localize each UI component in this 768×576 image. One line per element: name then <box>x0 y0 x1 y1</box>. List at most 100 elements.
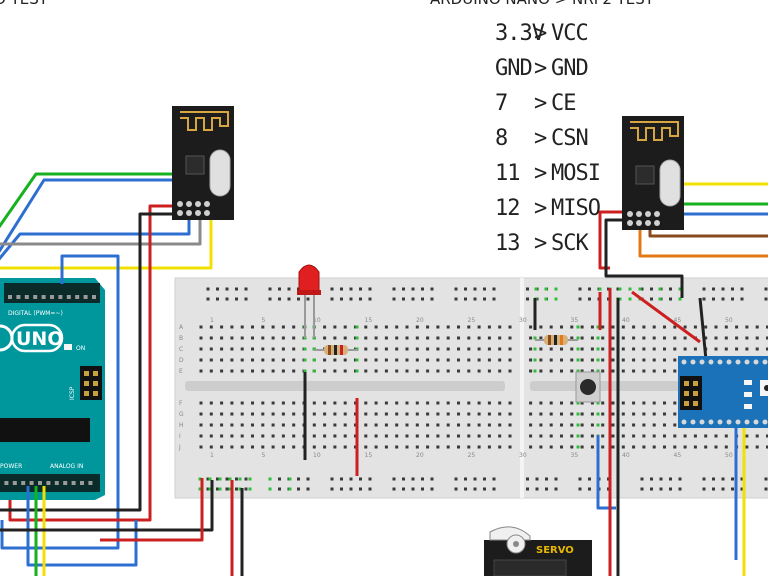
uno-on-label: ON <box>76 345 85 352</box>
breadboard-col-number-top: 30 <box>519 317 527 324</box>
breadboard-col-number-bottom: 35 <box>571 452 579 459</box>
wire-red-diagonal <box>631 290 701 344</box>
wire-blue-uno-a0 <box>26 486 138 567</box>
pin-map-target: SCK <box>551 231 589 256</box>
breadboard-col-number-top: 45 <box>674 317 682 324</box>
uno-analog-label: ANALOG IN <box>50 463 83 470</box>
nano-pins-top <box>681 359 768 365</box>
nrf-right-antenna <box>630 121 679 141</box>
nano-icsp-header <box>680 376 702 410</box>
wire-orange-right <box>638 228 768 258</box>
wire-blue-uno-d2 <box>0 254 120 550</box>
wire-red-bb-vcc <box>100 478 204 542</box>
breadboard-col-number-bottom: 5 <box>262 452 266 459</box>
wire-yellow-left <box>0 214 213 270</box>
pin-map-pin: 7 <box>495 91 507 116</box>
breadboard-row-letter: H <box>179 422 184 429</box>
uno-icsp-header <box>80 366 102 400</box>
nano-icsp-pins <box>684 381 698 406</box>
servo-label: SERVO <box>536 545 574 556</box>
breadboard-col-number-top: 15 <box>365 317 373 324</box>
uno-icsp-pins <box>84 371 98 396</box>
push-button <box>575 371 601 403</box>
wire-brown-right <box>648 228 768 238</box>
breadboard-channel-left <box>185 381 505 391</box>
pin-map-arrow: > <box>534 56 547 81</box>
uno-logo-frame <box>10 323 64 353</box>
breadboard-split <box>520 278 524 498</box>
wire-blue-left-mid <box>0 207 191 261</box>
wire-black-right-gnd <box>604 218 684 298</box>
breadboard-col-number-top: 35 <box>571 317 579 324</box>
uno-on-led <box>64 344 72 350</box>
pin-map-pin: 13 <box>495 231 520 256</box>
left-title: O TEST <box>0 0 49 8</box>
uno-logo: UNO <box>0 323 64 353</box>
uno-digital-header <box>4 283 100 303</box>
breadboard-col-number-top: 50 <box>725 317 733 324</box>
breadboard-col-number-top: 40 <box>622 317 630 324</box>
wire-red-uno-3v3 <box>8 204 178 522</box>
breadboard-row-letter: I <box>179 433 181 440</box>
nrf24-module-right <box>622 116 684 230</box>
nrf-left-antenna <box>180 111 229 131</box>
pin-map-arrow: > <box>534 126 547 151</box>
nano-pins-bottom <box>681 419 768 425</box>
pin-map-pin: 11 <box>495 161 520 186</box>
uno-power-label: POWER <box>0 463 22 470</box>
nrf-right-crystal <box>659 159 681 207</box>
breadboard-row-letter: J <box>178 444 181 451</box>
breadboard-col-number-bottom: 15 <box>365 452 373 459</box>
breadboard-col-number-top: 10 <box>313 317 321 324</box>
breadboard-row-letter: B <box>179 335 183 342</box>
uno-logo-text: UNO <box>16 328 63 350</box>
wire-black-nano-jump <box>698 297 708 361</box>
breadboard-col-number-bottom: 50 <box>725 452 733 459</box>
uno-digital-pins <box>8 295 96 299</box>
red-led <box>297 264 321 338</box>
pin-map-target: CE <box>551 91 576 116</box>
arduino-uno: DIGITAL (PWM=~) UNO ON ICSP POWER ANALOG… <box>0 278 105 500</box>
uno-digital-label: DIGITAL (PWM=~) <box>8 310 63 317</box>
pin-map-arrow: > <box>534 91 547 116</box>
pin-map-arrow: > <box>534 161 547 186</box>
breadboard-col-number-bottom: 40 <box>622 452 630 459</box>
pin-map-legend: 3.3V>VCCGND>GND7>CE8>CSN11>MOSI12>MISO13… <box>495 21 601 256</box>
breadboard-col-number-top: 1 <box>210 317 214 324</box>
pin-map-pin: 12 <box>495 196 520 221</box>
pin-map-arrow: > <box>534 231 547 256</box>
breadboard-row-letter: E <box>179 368 183 375</box>
breadboard-row-letter: D <box>179 357 184 364</box>
breadboard-row-letter: A <box>179 324 184 331</box>
resistor-button <box>535 335 578 345</box>
nrf-left-crystal <box>209 149 231 197</box>
pin-map-pin: 3.3V <box>495 21 545 46</box>
wire-blue-left-top <box>0 178 199 253</box>
breadboard-col-number-bottom: 45 <box>674 452 682 459</box>
nrf-left-pins <box>177 201 210 216</box>
breadboard-col-number-bottom: 1 <box>210 452 214 459</box>
breadboard-col-number-top: 25 <box>468 317 476 324</box>
arduino-nano <box>678 356 768 428</box>
resistor-led <box>314 345 358 355</box>
nrf-left-chip <box>185 155 205 175</box>
nrf-right-pins <box>627 211 660 226</box>
breadboard-row-letter: F <box>179 400 183 407</box>
pin-map-arrow: > <box>534 21 547 46</box>
pin-map-pin: 8 <box>495 126 507 151</box>
wire-black-bb-gnd <box>0 480 214 532</box>
uno-icsp-label: ICSP <box>69 386 76 400</box>
pin-map-target: GND <box>551 56 588 81</box>
pin-map-target: MOSI <box>551 161 600 186</box>
uno-chip <box>0 418 90 442</box>
pin-map-arrow: > <box>534 196 547 221</box>
breadboard-row-letter: G <box>179 411 184 418</box>
right-title: ARDUINO NANO > NRF2 TEST <box>430 0 655 8</box>
breadboard-row-letter: C <box>179 346 183 353</box>
breadboard-col-number-top: 5 <box>262 317 266 324</box>
wire-gray-left <box>0 214 202 246</box>
uno-analog-pins <box>4 481 93 485</box>
wire-black-uno-gnd <box>0 212 182 512</box>
